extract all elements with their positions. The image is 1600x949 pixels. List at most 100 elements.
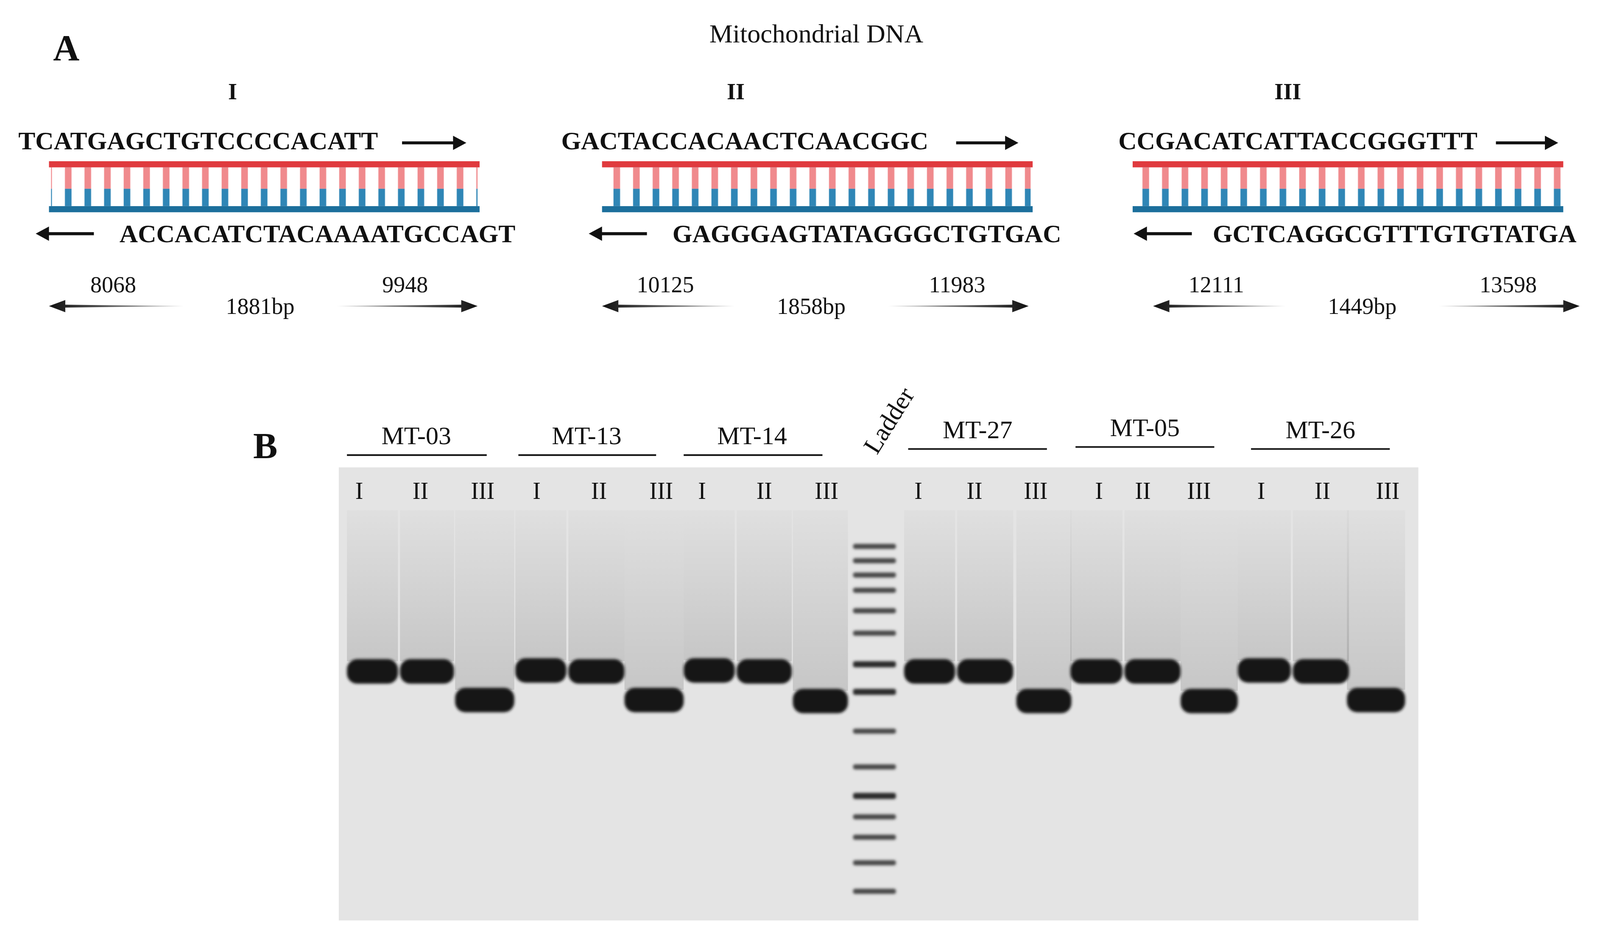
base-pairs [604, 167, 1031, 206]
reverse-primer: ACCACATCTACAAAATGCCAGT [119, 220, 516, 247]
sample-name: MT-05 [1110, 414, 1180, 441]
forward-arrow [956, 135, 1019, 151]
band [1016, 688, 1072, 714]
band [793, 688, 849, 714]
forward-primer: GACTACCACAACTCAACGGC [561, 128, 929, 154]
smear [736, 510, 792, 662]
ladder-band [853, 688, 897, 695]
lane-label: I [1094, 478, 1103, 503]
ladder-band [853, 834, 897, 840]
band [1180, 688, 1238, 714]
smear [515, 510, 567, 661]
dna-bands [346, 657, 1405, 713]
band [399, 658, 455, 684]
base-pairs [50, 167, 478, 206]
group-bar [518, 454, 657, 456]
group-bar [683, 454, 823, 456]
lane-label: II [412, 478, 429, 503]
smear [1070, 510, 1123, 662]
lane-label: III [1023, 478, 1048, 503]
reverse-arrow [1133, 226, 1192, 241]
smear [1124, 510, 1181, 662]
strand-bottom [49, 206, 480, 213]
strand-top [602, 161, 1033, 168]
figure-title: Mitochondrial DNA [709, 20, 924, 47]
span-arrow [1438, 299, 1580, 313]
smear [455, 510, 515, 690]
lane-label: II [1134, 478, 1151, 503]
span-arrow [336, 299, 478, 313]
ladder-band [853, 792, 897, 799]
band [1237, 657, 1291, 683]
amplicon-size: 1881bp [226, 294, 295, 318]
dna-helix [49, 161, 480, 213]
position-number: 8068 [90, 273, 137, 296]
panel-letter: B [253, 427, 278, 464]
smear [683, 510, 735, 661]
lane-label: I [355, 478, 364, 503]
band [568, 658, 625, 684]
lane-label: III [814, 478, 839, 503]
band [624, 687, 685, 713]
smear [399, 510, 455, 662]
ladder-band [853, 860, 897, 866]
lane-label: III [649, 478, 673, 503]
amplicon-number: II [726, 80, 745, 104]
lane-label: II [591, 478, 607, 503]
position-number: 9948 [382, 273, 428, 296]
smear [1346, 510, 1405, 690]
strand-top [1132, 161, 1564, 168]
position-number: 13598 [1479, 273, 1537, 296]
lane-label: I [698, 478, 707, 503]
ladder-band [853, 813, 897, 819]
reverse-primer: GAGGGAGTATAGGGCTGTGAC [672, 220, 1062, 247]
band [683, 657, 735, 683]
sample-name: MT-14 [717, 422, 787, 449]
base-pairs [1134, 167, 1562, 206]
band [346, 658, 398, 684]
smear [1180, 510, 1238, 691]
smear [1016, 510, 1072, 691]
band [1124, 658, 1181, 684]
band [957, 658, 1014, 684]
ladder-band [853, 558, 897, 564]
amplicon-size: 1858bp [776, 294, 846, 318]
smear [957, 510, 1014, 662]
band [904, 658, 955, 684]
ladder-band [853, 630, 897, 636]
lane-label: II [1314, 478, 1331, 503]
lane-label: III [1186, 478, 1211, 503]
band [736, 658, 792, 684]
smear [904, 510, 955, 662]
forward-arrow [1496, 135, 1559, 151]
lane-label: II [966, 478, 983, 503]
smear [346, 510, 398, 662]
lane-label: I [914, 478, 923, 503]
band [455, 687, 515, 713]
ladder-band [853, 608, 897, 614]
band [1070, 658, 1123, 684]
ladder-bands [853, 543, 897, 894]
sample-name: MT-27 [942, 416, 1013, 443]
strand-top [49, 161, 480, 168]
strand-bottom [1132, 206, 1564, 213]
ladder-band [853, 888, 897, 894]
lane-label: I [1257, 478, 1266, 503]
sample-name: MT-26 [1285, 416, 1355, 443]
ladder-band [853, 572, 897, 578]
group-bar [908, 447, 1048, 450]
ladder-band [853, 587, 897, 593]
group-bar [1250, 447, 1390, 450]
span-arrow [49, 299, 185, 313]
reverse-arrow [588, 226, 647, 241]
ladder-label: Ladder [858, 382, 919, 458]
sample-name: MT-03 [381, 422, 452, 449]
sample-name: MT-13 [551, 422, 622, 449]
ladder-band [853, 764, 897, 770]
dna-helix [602, 161, 1033, 213]
band [1292, 658, 1349, 684]
dna-helix [1132, 161, 1564, 213]
strand-bottom [602, 206, 1033, 213]
span-arrow [1153, 299, 1286, 313]
